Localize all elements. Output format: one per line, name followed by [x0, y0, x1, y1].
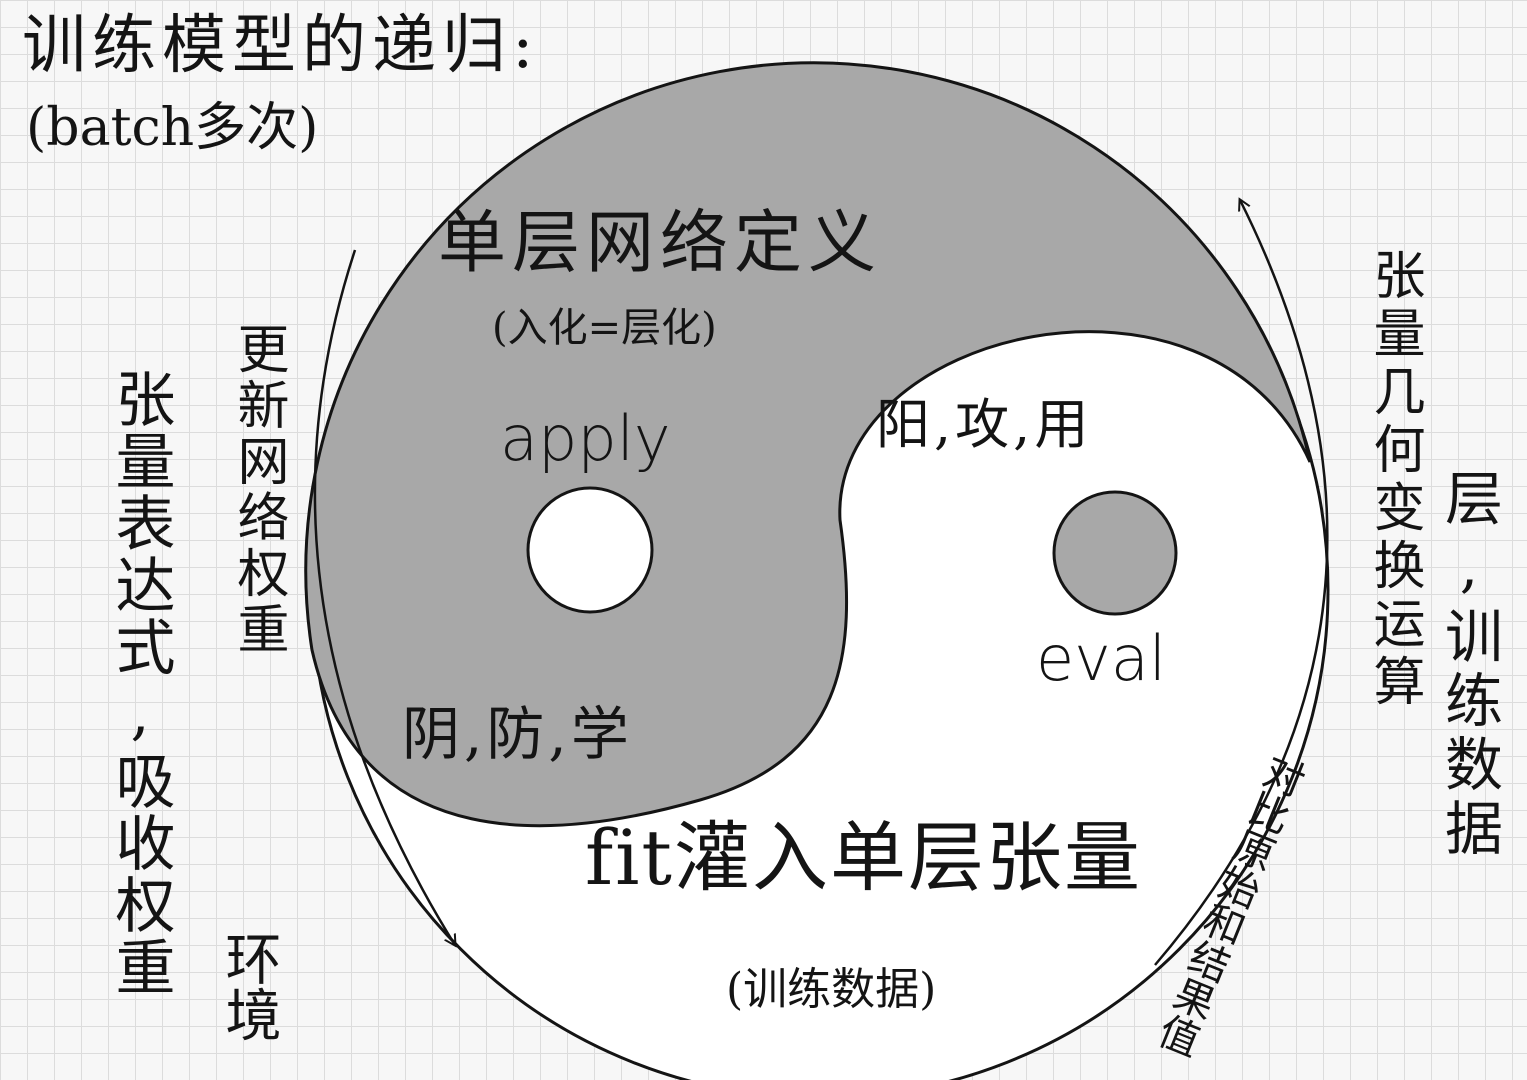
yin-eye: [526, 486, 654, 614]
right-side-text: 层,训练数据: [1435, 468, 1503, 862]
bottom-heading: fit灌入单层张量: [585, 813, 1142, 902]
left-update-arrow: [313, 249, 455, 945]
yang-eye: [1052, 490, 1178, 616]
yang-traits: 阳,攻,用: [876, 393, 1093, 456]
yin-region: [304, 61, 1312, 828]
left-arrow-label: 更新网络权重: [228, 322, 288, 658]
left-side-text-2: 环境: [216, 930, 281, 1042]
yin-method-apply: apply: [500, 402, 671, 475]
yang-method-eval: eval: [1036, 622, 1167, 695]
bottom-subheading: (训练数据): [726, 964, 937, 1015]
yin-heading: 单层网络定义: [438, 204, 883, 283]
right-arrow-label: 张量几何变换运算: [1364, 248, 1424, 712]
right-transform-arrow: [1154, 200, 1329, 966]
left-side-text: 张量表达式,吸收权重: [105, 368, 175, 998]
yin-subheading: (入化=层化): [492, 305, 717, 351]
page-title: 训练模型的递归:: [22, 9, 540, 83]
yin-traits: 阴,防,学: [402, 700, 633, 768]
page-subtitle: (batch多次): [26, 98, 319, 158]
